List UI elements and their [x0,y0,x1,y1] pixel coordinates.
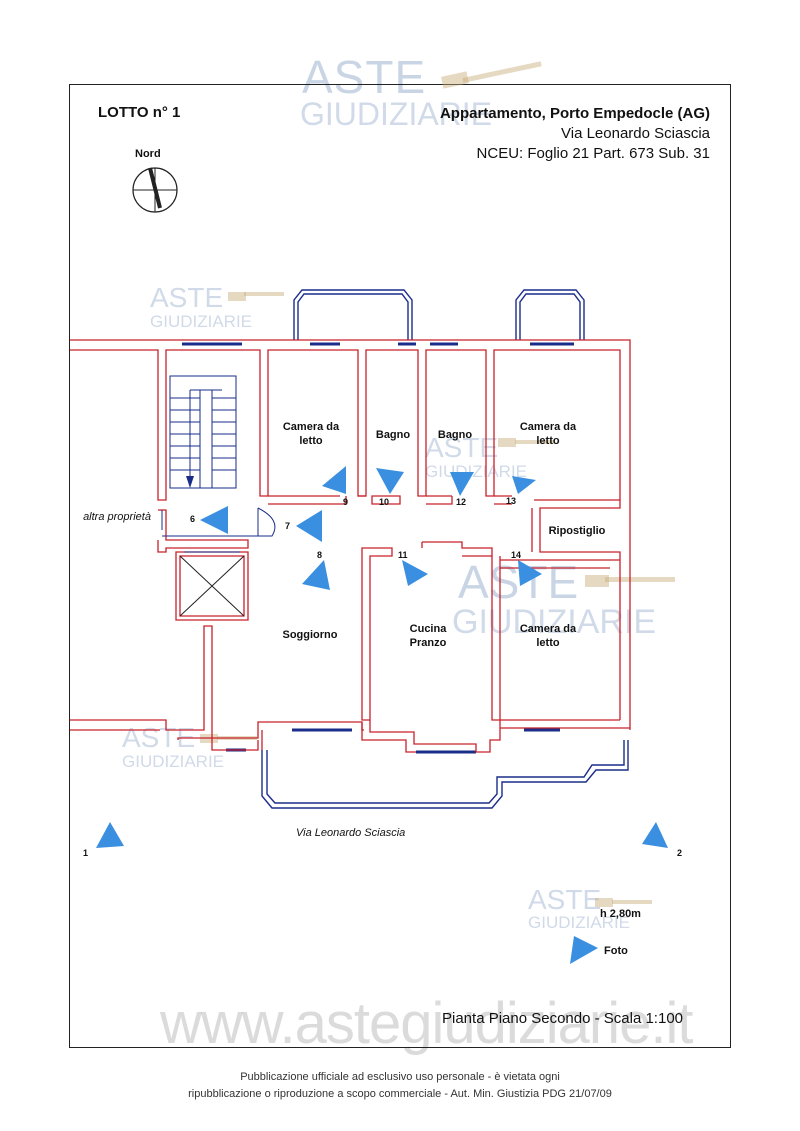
watermark-giudiziarie-large: GIUDIZIARIE [452,603,657,641]
photo-point-label: 11 [398,550,408,560]
photo-arrow-icon [200,506,228,534]
photo-point-label: 8 [317,550,323,560]
door-swing [162,507,276,537]
walls [70,339,631,753]
legend-height: h 2,80m [600,908,641,920]
property-title: Appartamento, Porto Empedocle (AG) [439,105,710,122]
room-label-bagno-2: Bagno [437,429,473,441]
watermark-giudiziarie-legend: GIUDIZIARIE [528,913,631,932]
legend-foto: Foto [604,945,628,957]
photo-arrow-icon [512,476,536,494]
photo-point-label: 6 [190,514,196,524]
photo-point-label: 13 [506,496,517,506]
watermark-aste-legend: ASTE [528,884,602,915]
lotto-label: LOTTO n° 1 [98,104,181,121]
photo-arrow-icon [376,468,404,494]
watermark-url: www.astegiudiziarie.it [160,991,693,1056]
room-label-camera-1: Camera da letto [282,421,340,447]
photo-point-label: 7 [285,521,291,531]
street-label: Via Leonardo Sciascia [296,827,406,839]
photo-arrows [96,466,668,964]
photo-arrow-icon [642,822,668,848]
room-label-camera-2: Camera da letto [519,421,577,447]
photo-arrow-icon [322,466,346,494]
cadastre-reference: NCEU: Foglio 21 Part. 673 Sub. 31 [476,145,710,162]
room-label-ripostiglio: Ripostiglio [548,525,606,537]
photo-point-label: 10 [379,497,390,507]
watermark-aste-small: ASTE [150,282,224,313]
watermark-giudiziarie-mid: GIUDIZIARIE [425,462,528,481]
north-compass-icon [132,167,178,213]
watermark-aste: ASTE [302,51,427,103]
photo-point-label: 12 [456,497,467,507]
stairs [161,375,245,617]
neighbor-property-label: altra proprietà [83,511,151,523]
photo-arrow-icon [570,936,598,964]
property-address: Via Leonardo Sciascia [561,125,710,142]
photo-point-label: 2 [677,848,683,858]
photo-point-label: 9 [343,497,349,507]
photo-arrow-icon [402,560,428,586]
photo-point-label: 1 [83,848,89,858]
room-label-bagno-1: Bagno [375,429,411,441]
gavel-icon [200,61,675,907]
photo-arrow-icon [518,560,542,586]
room-label-soggiorno: Soggiorno [282,629,338,641]
watermark-giudiziarie-small: GIUDIZIARIE [150,312,253,331]
photo-arrow-icon [96,822,124,848]
watermark-aste-large: ASTE [458,556,579,608]
drawing-frame [69,84,731,1048]
photo-point-label: 14 [511,550,522,560]
photo-arrow-icon [296,510,322,542]
stair-arrow-icon [186,476,194,488]
scale-note: Pianta Piano Secondo - Scala 1:100 [442,1010,684,1027]
watermark-giudiziarie: GIUDIZIARIE [300,96,493,132]
room-label-camera-3: Camera da letto [519,623,577,649]
balconies [261,289,629,809]
photo-arrow-icon [302,560,330,590]
footer-line-2: ripubblicazione o riproduzione a scopo c… [188,1088,612,1100]
room-label-cucina: Cucina Pranzo [409,623,447,649]
watermark-giudiziarie-low: GIUDIZIARIE [122,752,225,771]
compass-label: Nord [135,148,161,160]
windows [182,342,574,754]
footer-line-1: Pubblicazione ufficiale ad esclusivo uso… [240,1071,560,1083]
photo-arrow-icon [450,472,474,496]
